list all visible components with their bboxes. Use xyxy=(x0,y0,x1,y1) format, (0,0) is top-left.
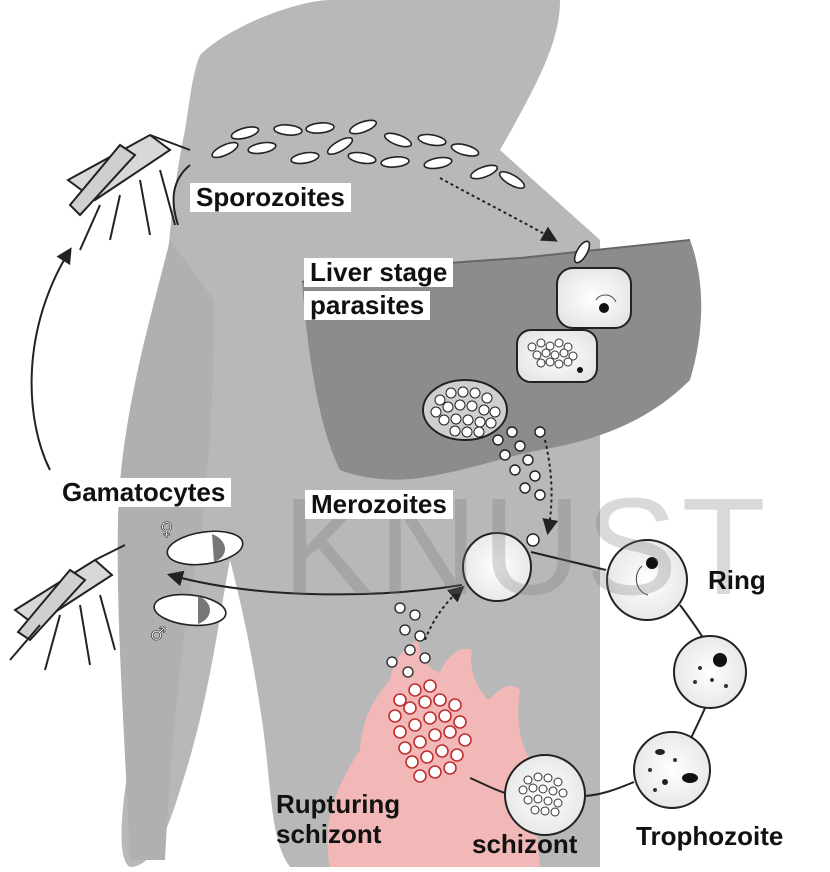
liver-schizont xyxy=(423,380,507,440)
label-sporozoites: Sporozoites xyxy=(190,183,351,212)
rbc-schizont xyxy=(505,755,585,835)
arrow-gametocytes-to-mosquito xyxy=(32,250,70,470)
label-ring: Ring xyxy=(702,566,772,595)
label-trophozoite: Trophozoite xyxy=(630,822,789,851)
label-rupturing-line1: Rupturing xyxy=(270,790,406,819)
female-symbol: ♀ xyxy=(160,519,173,540)
rbc-trophozoite-late xyxy=(634,732,710,808)
mosquito-bottom-icon xyxy=(10,545,125,670)
label-schizont: schizont xyxy=(466,830,583,859)
male-symbol: ♂ xyxy=(150,624,166,645)
label-liver-stage-line2: parasites xyxy=(304,291,430,320)
label-merozoites: Merozoites xyxy=(305,490,453,519)
liver-cell-infected xyxy=(557,268,631,328)
label-gamatocytes: Gamatocytes xyxy=(56,478,231,507)
label-rupturing-line2: schizont xyxy=(270,820,387,849)
label-liver-stage-line1: Liver stage xyxy=(304,258,453,287)
rbc-trophozoite-early xyxy=(674,636,746,708)
liver-cell-developing xyxy=(517,330,597,382)
